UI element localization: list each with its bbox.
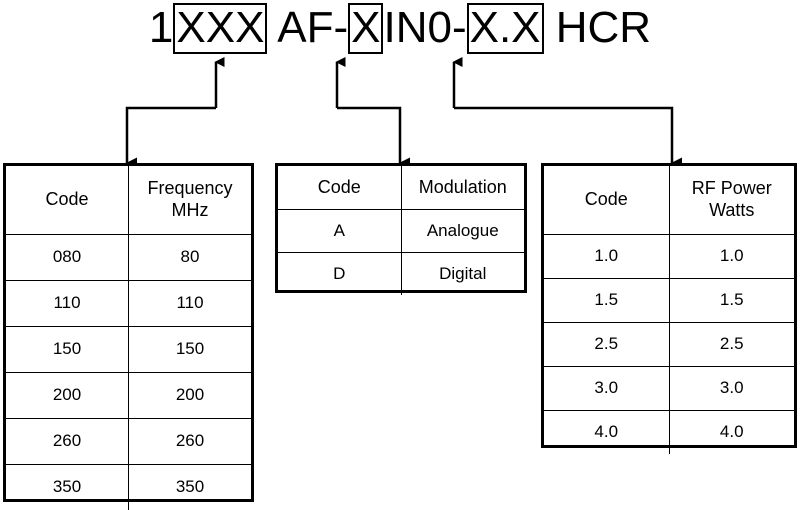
- cell-code: 3.0: [544, 367, 669, 411]
- cell-value: 110: [129, 281, 252, 327]
- column-header-rf-power-line1: RF Power: [692, 178, 772, 198]
- column-header-frequency: Frequency MHz: [129, 166, 252, 235]
- cell-code: 1.0: [544, 235, 669, 279]
- column-header-rf-power-line2: Watts: [709, 200, 754, 220]
- cell-code: 200: [6, 373, 129, 419]
- cell-code: D: [278, 253, 401, 296]
- column-header-modulation: Modulation: [401, 166, 524, 210]
- part-number-modulation-field: X: [348, 3, 383, 54]
- cell-code: 350: [6, 465, 129, 510]
- cell-value: 3.0: [669, 367, 794, 411]
- connector-modulation: [337, 62, 400, 163]
- cell-code: A: [278, 210, 401, 253]
- cell-value: Digital: [401, 253, 524, 296]
- cell-code: 1.5: [544, 279, 669, 323]
- table-header-row: Code Modulation: [278, 166, 524, 210]
- cell-code: 4.0: [544, 411, 669, 455]
- cell-value: 4.0: [669, 411, 794, 455]
- column-header-frequency-line2: MHz: [172, 200, 209, 220]
- cell-code: 110: [6, 281, 129, 327]
- part-number-separator-1: AF-: [267, 6, 348, 50]
- column-header-code: Code: [278, 166, 401, 210]
- connector-frequency: [127, 62, 216, 163]
- cell-code: 260: [6, 419, 129, 465]
- cell-code: 150: [6, 327, 129, 373]
- column-header-frequency-line1: Frequency: [147, 178, 232, 198]
- cell-value: 260: [129, 419, 252, 465]
- column-header-rf-power: RF Power Watts: [669, 166, 794, 235]
- part-number-suffix: HCR: [544, 6, 652, 50]
- cell-value: 200: [129, 373, 252, 419]
- part-number-separator-2: IN0-: [383, 6, 466, 50]
- table-header-row: Code RF Power Watts: [544, 166, 794, 235]
- table-header-row: Code Frequency MHz: [6, 166, 251, 235]
- part-number-frequency-field: XXX: [173, 3, 267, 54]
- cell-code: 080: [6, 235, 129, 281]
- cell-value: 80: [129, 235, 252, 281]
- cell-value: 1.5: [669, 279, 794, 323]
- connector-rf-power: [454, 62, 672, 163]
- cell-value: 350: [129, 465, 252, 510]
- cell-value: 2.5: [669, 323, 794, 367]
- column-header-code: Code: [544, 166, 669, 235]
- cell-value: 1.0: [669, 235, 794, 279]
- cell-code: 2.5: [544, 323, 669, 367]
- cell-value: Analogue: [401, 210, 524, 253]
- part-number-prefix: 1: [149, 6, 173, 50]
- column-header-code: Code: [6, 166, 129, 235]
- part-number-power-field: X.X: [467, 3, 544, 54]
- cell-value: 150: [129, 327, 252, 373]
